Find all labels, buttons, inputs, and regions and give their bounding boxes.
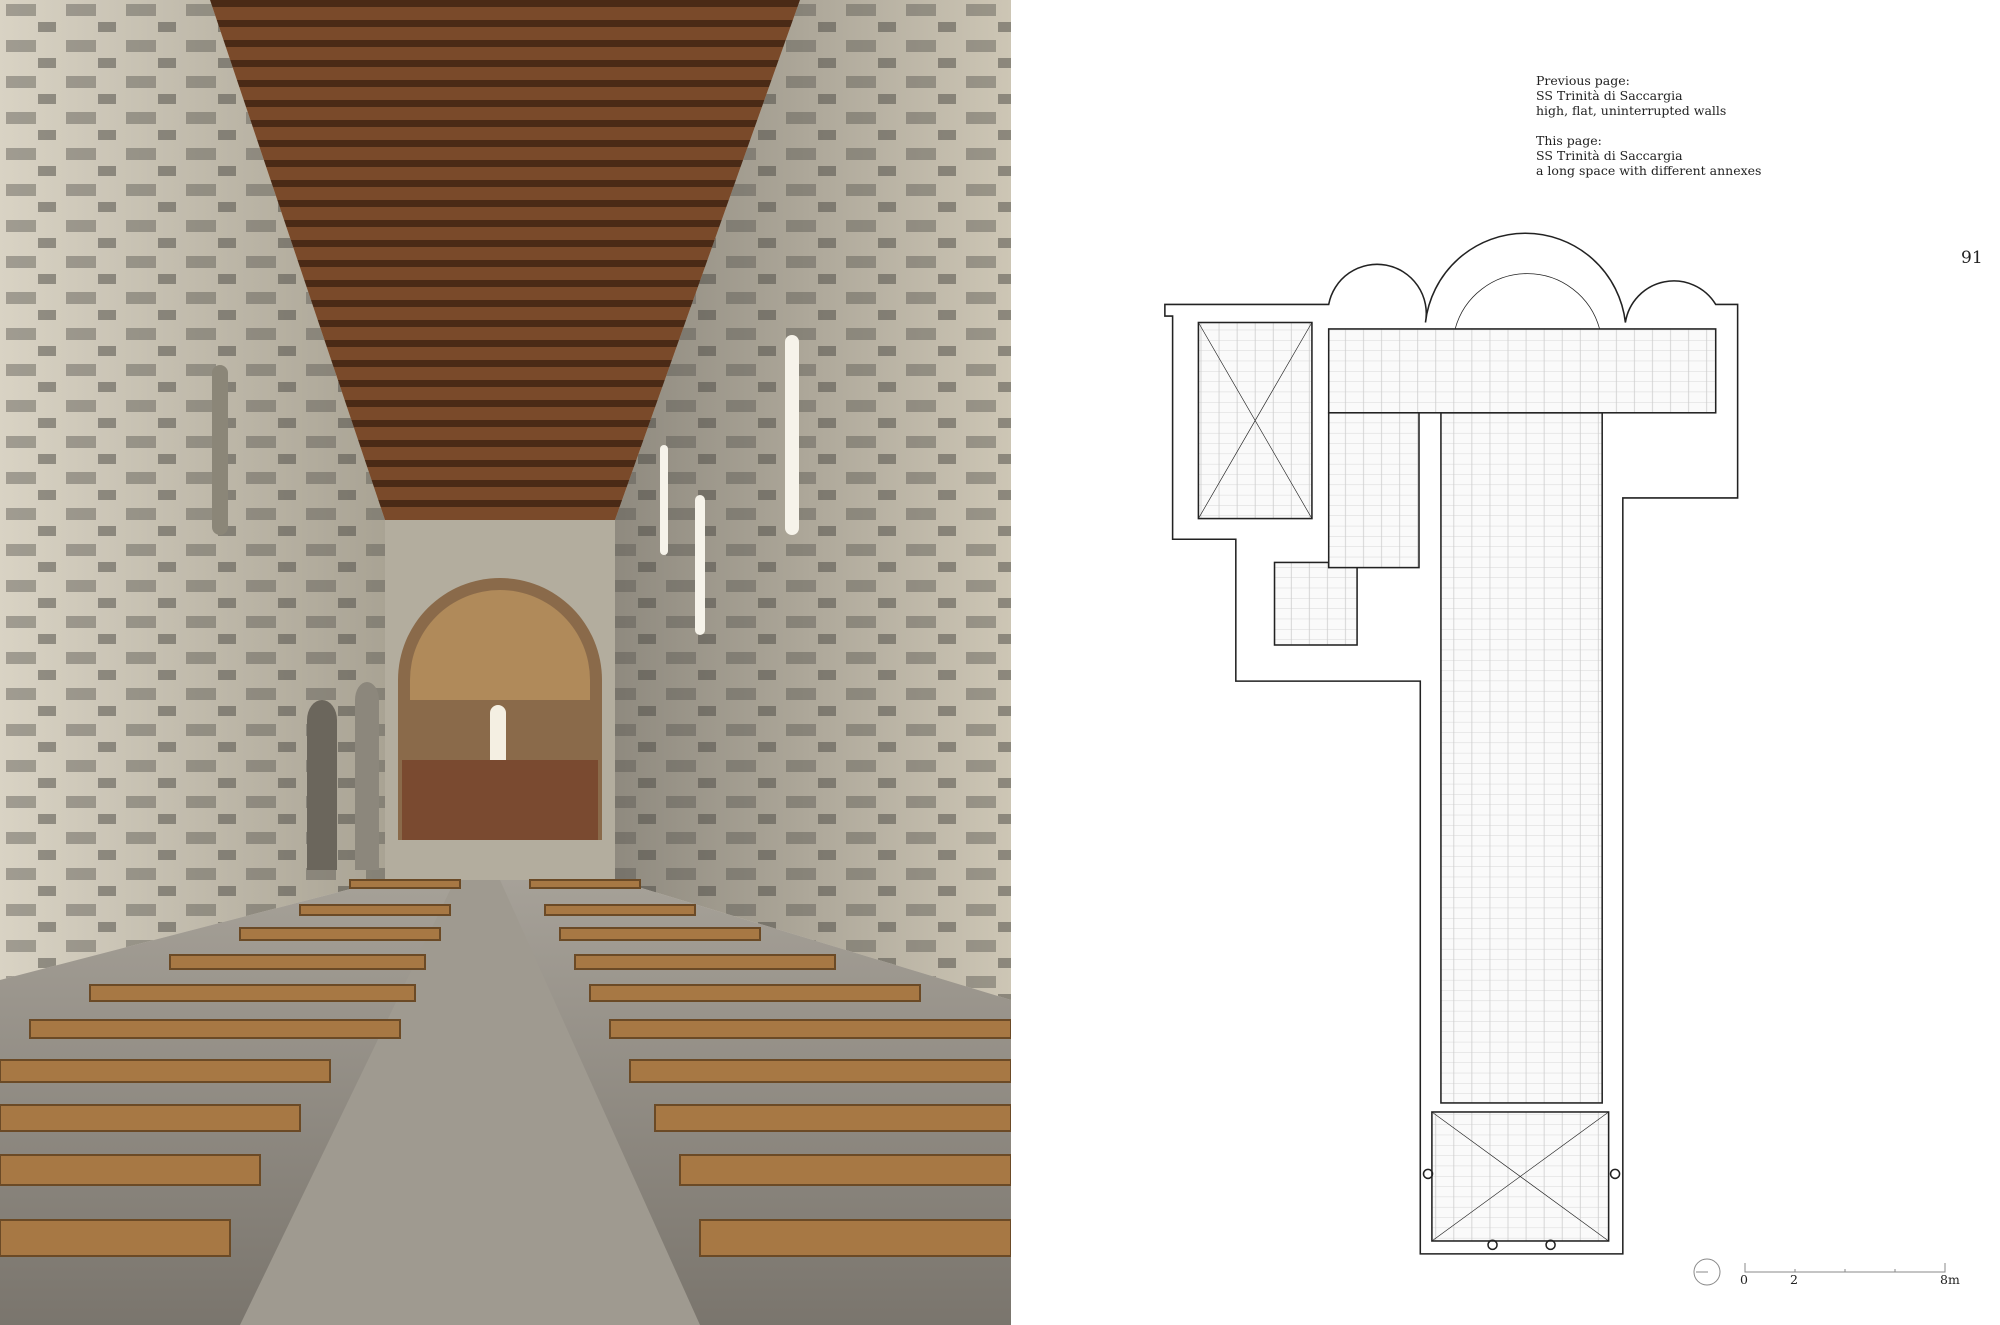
caption-line: This page: xyxy=(1536,133,1602,148)
church-interior-photo xyxy=(0,0,1011,1325)
caption-line: a long space with different annexes xyxy=(1536,163,1762,178)
caption-line: Previous page: xyxy=(1536,73,1630,88)
page-number: 91 xyxy=(1961,248,1983,268)
caption: Previous page: SS Trinità di Saccargia h… xyxy=(1536,73,1761,193)
scale-label-0: 0 xyxy=(1740,1272,1748,1287)
floor-plan xyxy=(1164,232,1739,1255)
north-arrow-icon xyxy=(1693,1258,1721,1286)
scale-bar xyxy=(1693,1258,1946,1286)
scale-label-8m: 8m xyxy=(1940,1272,1960,1287)
aisle xyxy=(240,880,700,1325)
wooden-ceiling xyxy=(210,0,800,520)
transept xyxy=(1327,328,1717,414)
annex xyxy=(1273,561,1358,646)
nave xyxy=(1440,412,1603,1104)
pews-left xyxy=(0,879,461,1257)
caption-previous: Previous page: SS Trinità di Saccargia h… xyxy=(1536,73,1761,118)
caption-line: SS Trinità di Saccargia xyxy=(1536,88,1683,103)
caption-current: This page: SS Trinità di Saccargia a lon… xyxy=(1536,133,1761,178)
scale-label-2: 2 xyxy=(1790,1272,1798,1287)
caption-line: SS Trinità di Saccargia xyxy=(1536,148,1683,163)
pews-right xyxy=(529,879,1011,1257)
caption-line: high, flat, uninterrupted walls xyxy=(1536,103,1727,118)
